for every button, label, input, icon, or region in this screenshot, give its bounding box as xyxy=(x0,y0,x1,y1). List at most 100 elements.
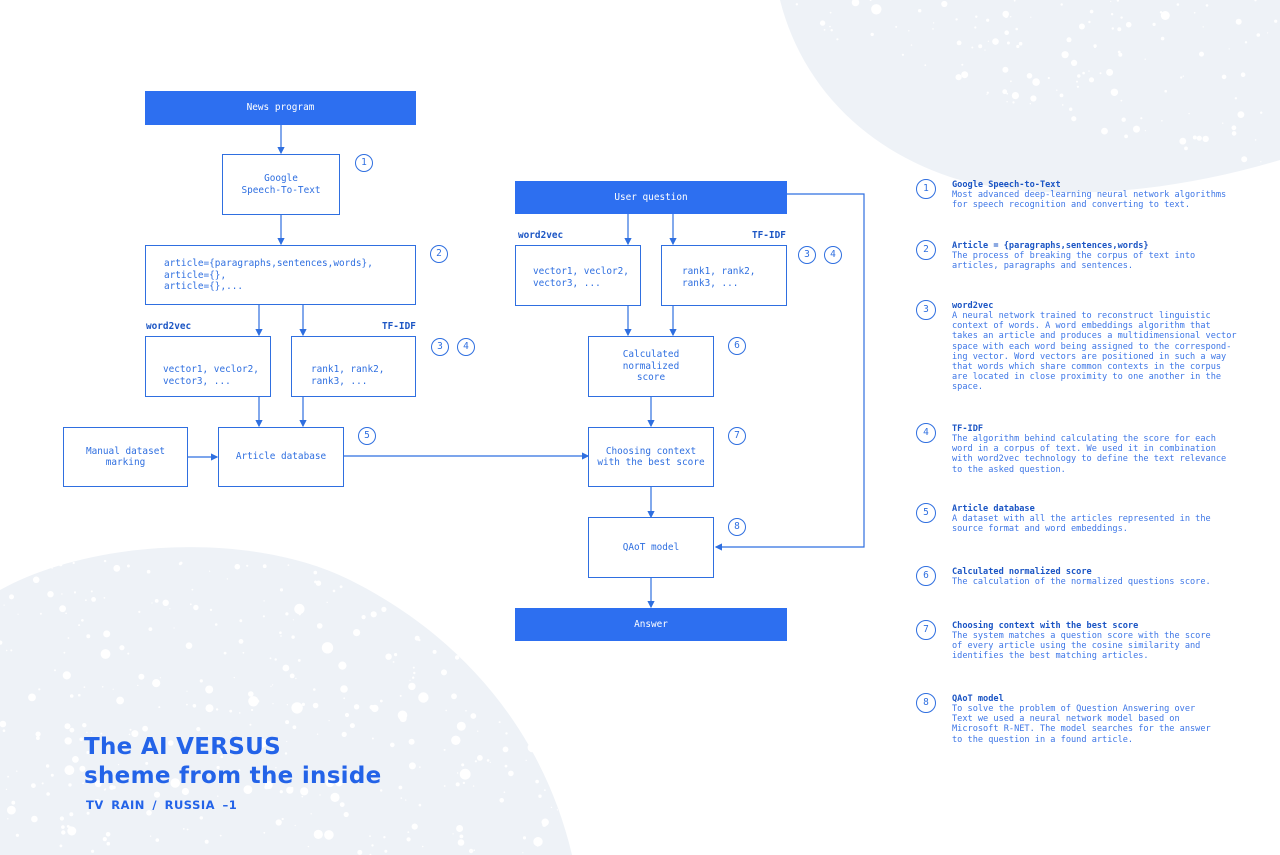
snow-dot xyxy=(1002,66,1009,73)
step-marker-5: 5 xyxy=(358,427,376,445)
legend-marker-6: 6 xyxy=(916,566,936,586)
snow-dot xyxy=(462,781,466,785)
snow-dot xyxy=(398,785,403,790)
snow-dot xyxy=(1116,0,1120,2)
snow-dot xyxy=(1076,85,1079,88)
snow-dot xyxy=(126,564,130,568)
legend-marker-1: 1 xyxy=(916,179,936,199)
snow-dot xyxy=(65,612,67,615)
snow-dot xyxy=(1011,92,1020,100)
snow-dot xyxy=(369,835,371,837)
snow-dot xyxy=(81,619,84,622)
snow-dot xyxy=(263,831,266,834)
snow-dot xyxy=(1077,74,1081,78)
snow-dot xyxy=(294,603,305,615)
snow-dot xyxy=(280,635,282,637)
legend-desc-2: The process of breaking the corpus of te… xyxy=(952,251,1196,272)
snow-dot xyxy=(272,684,274,686)
snow-dot xyxy=(1260,111,1263,114)
snow-dot xyxy=(918,9,922,13)
snow-dot xyxy=(1196,135,1202,141)
snow-dot xyxy=(285,720,290,725)
snow-dot xyxy=(82,723,87,728)
snow-dot xyxy=(64,737,72,745)
snow-dot xyxy=(238,769,241,772)
legend-desc-5: A dataset with all the articles represen… xyxy=(952,514,1211,535)
legend-marker-7: 7 xyxy=(916,620,936,640)
snow-dot xyxy=(248,696,259,707)
legend-desc-3: A neural network trained to reconstruct … xyxy=(952,311,1237,393)
snow-dot xyxy=(1071,59,1078,66)
snow-dot xyxy=(407,831,410,833)
snow-dot xyxy=(9,594,14,600)
snow-dot xyxy=(459,834,464,839)
snow-dot xyxy=(869,0,872,2)
snow-dot xyxy=(1267,32,1269,34)
snow-dot xyxy=(35,731,41,737)
snow-dot xyxy=(987,40,990,42)
snow-dot xyxy=(465,709,467,712)
snow-dot xyxy=(148,627,153,631)
snow-dot xyxy=(217,751,220,753)
snow-dot xyxy=(129,728,132,731)
answer-label: Answer xyxy=(634,618,668,630)
legend-desc-1: Most advanced deep-learning neural netwo… xyxy=(952,190,1227,211)
snow-dot xyxy=(961,71,969,79)
legend-marker-4: 4 xyxy=(916,423,936,443)
snow-dot xyxy=(1099,72,1102,75)
snow-dot xyxy=(984,49,986,51)
snow-dot xyxy=(1026,73,1033,79)
snow-dot xyxy=(1121,117,1126,122)
snow-dot xyxy=(59,605,66,613)
snow-dot xyxy=(1235,18,1242,25)
snow-dot xyxy=(1110,13,1114,16)
snow-dot xyxy=(986,91,989,94)
snow-dot xyxy=(270,685,272,687)
snow-dot xyxy=(836,38,839,41)
ranks-box-left: rank1, rank2, rank3, ... xyxy=(291,336,416,397)
snow-dot xyxy=(1240,72,1246,77)
snow-dot xyxy=(1101,127,1108,135)
legend-marker-3: 3 xyxy=(916,300,936,320)
snow-dot xyxy=(1088,20,1091,24)
choosing-context-box: Choosing context with the best score xyxy=(588,427,714,487)
snow-dot xyxy=(895,25,898,28)
snow-dot xyxy=(522,836,527,840)
snow-dot xyxy=(341,731,347,738)
snow-dot xyxy=(527,742,537,753)
snow-dot xyxy=(436,633,438,636)
snow-dot xyxy=(216,765,220,770)
snow-dot xyxy=(1056,89,1058,91)
snow-dot xyxy=(199,816,203,820)
snow-dot xyxy=(498,721,501,724)
snow-dot xyxy=(412,666,415,669)
snow-dot xyxy=(932,22,935,24)
snow-dot xyxy=(282,664,290,672)
snow-dot xyxy=(31,783,36,788)
snow-dot xyxy=(384,849,388,853)
snow-dot xyxy=(79,765,86,772)
snow-dot xyxy=(316,623,323,629)
snow-dot xyxy=(275,767,277,769)
user-question-box: User question xyxy=(515,181,787,214)
snow-dot xyxy=(86,811,90,815)
snow-dot xyxy=(330,792,340,803)
ranks-box-right: rank1, rank2, rank3, ... xyxy=(661,245,787,306)
snow-dot xyxy=(1179,137,1187,145)
snow-dot xyxy=(477,755,483,761)
step-marker-6: 6 xyxy=(728,337,746,355)
snow-dot xyxy=(872,6,874,8)
page-subtitle: TV RAIN / RUSSIA –1 xyxy=(86,798,238,812)
snow-dot xyxy=(247,785,251,789)
snow-dot xyxy=(1161,120,1163,122)
snow-dot xyxy=(1082,71,1085,75)
snow-dot xyxy=(340,685,348,693)
snow-dot xyxy=(1117,50,1121,54)
snow-dot xyxy=(1164,89,1167,93)
snow-dot xyxy=(286,704,289,706)
snow-dot xyxy=(116,696,124,705)
snow-dot xyxy=(310,813,312,815)
snow-dot xyxy=(1231,125,1237,131)
